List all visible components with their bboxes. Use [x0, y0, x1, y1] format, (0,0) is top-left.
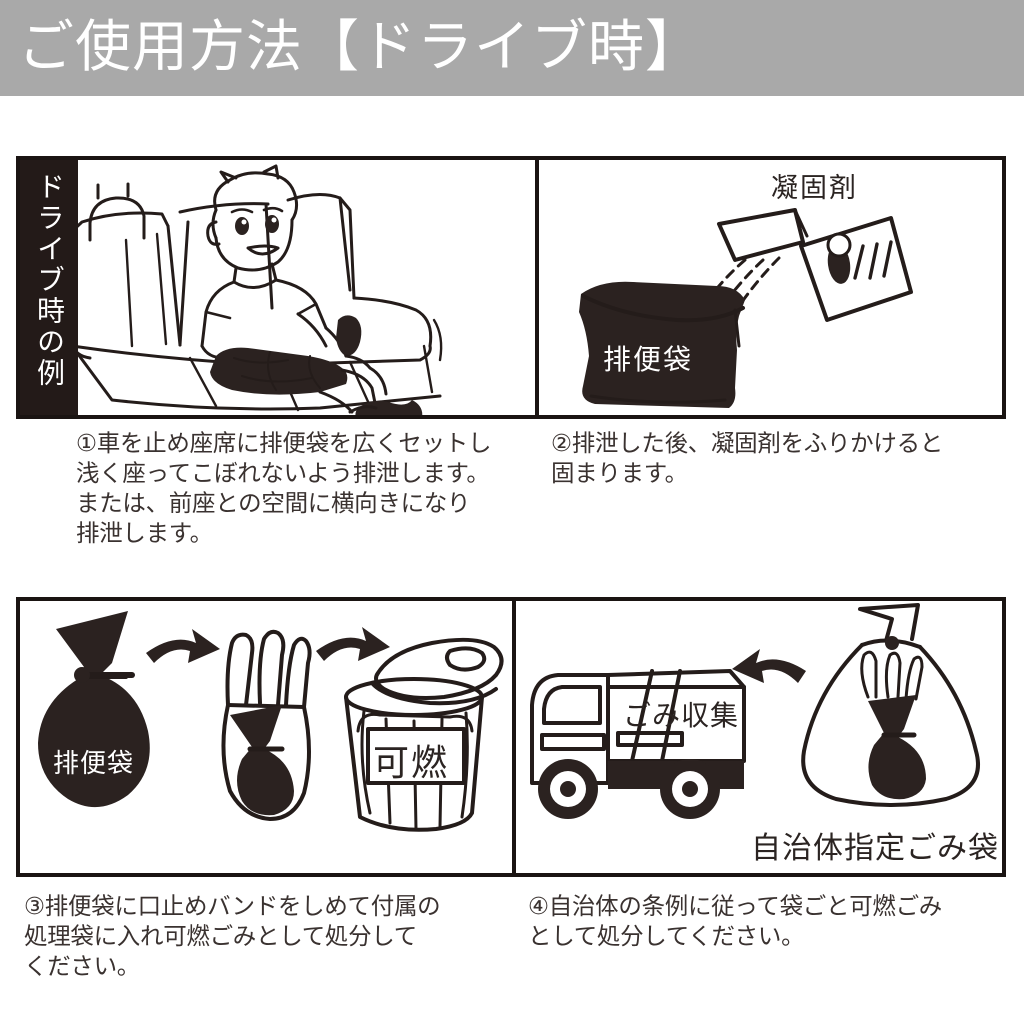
- page-title: ご使用方法【ドライブ時】: [18, 15, 702, 80]
- caption-step-4: ④自治体の条例に従って袋ごと可燃ごみ として処分してください。: [528, 892, 942, 950]
- instruction-row-top: ドライブ時の例: [16, 156, 1006, 419]
- coagulant-label: 凝固剤: [771, 173, 858, 204]
- garbage-collection-truck-label: ごみ収集: [623, 699, 740, 732]
- caption-step-2: ②排泄した後、凝固剤をふりかけると 固まります。: [551, 429, 943, 487]
- vertical-tab-drive-example: ドライブ時の例: [20, 160, 78, 415]
- panel-step-2: 凝固剤 排便袋: [535, 160, 1002, 415]
- burnable-bin-label: 可燃: [373, 743, 450, 784]
- illustration-car-seat-scene: [66, 164, 443, 415]
- panel-step-4: ごみ収集 自治体指定ごみ袋: [512, 601, 1002, 873]
- defecation-bag-label: 排便袋: [53, 749, 135, 779]
- instruction-row-bottom: 排便袋 可燃: [16, 597, 1006, 877]
- defecation-bag-label: 排便袋: [603, 343, 694, 376]
- panel-step-1: ドライブ時の例: [20, 160, 535, 415]
- panel-frame-bottom: 排便袋 可燃: [16, 597, 1006, 877]
- municipal-bag-label: 自治体指定ごみ袋: [751, 831, 999, 866]
- panel-step-3: 排便袋 可燃: [20, 601, 512, 873]
- header-bar: ご使用方法【ドライブ時】: [0, 0, 1024, 96]
- illustration-coagulant-pour: [579, 208, 913, 408]
- vertical-tab-label: ドライブ時の例: [33, 172, 66, 389]
- caption-step-1: ①車を止め座席に排便袋を広くセットし 浅く座ってこぼれないよう排泄します。 また…: [76, 429, 492, 547]
- illustration-bag-disposal-sequence: [38, 611, 504, 832]
- illustration-truck-and-municipal-bag: [530, 603, 980, 819]
- caption-step-3: ③排便袋に口止めバンドをしめて付属の 処理袋に入れ可燃ごみとして処分して くださ…: [24, 892, 441, 980]
- panel-frame-top: ドライブ時の例: [16, 156, 1006, 419]
